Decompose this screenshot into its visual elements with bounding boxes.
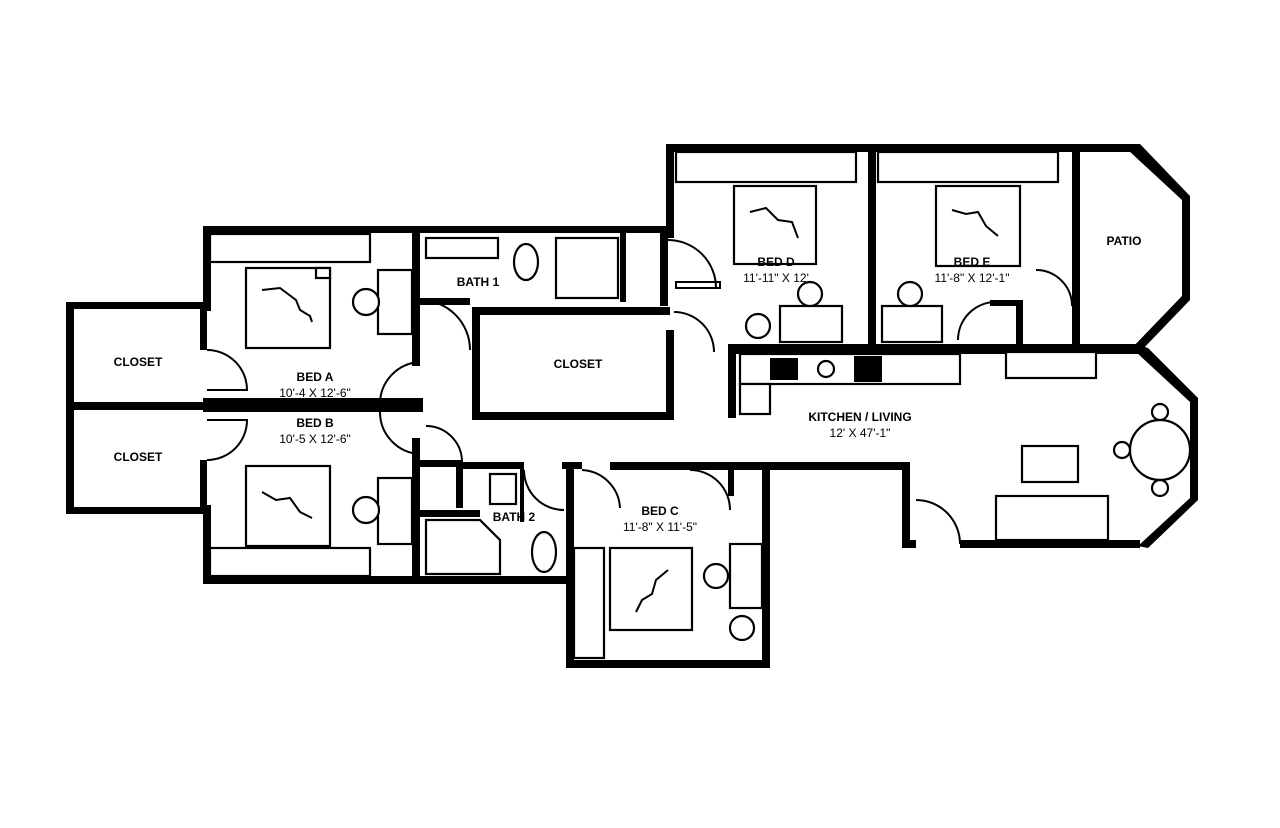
closet-upper-label: CLOSET <box>114 355 163 369</box>
bed-d-label: BED D <box>757 255 795 269</box>
furniture-beds <box>244 184 1022 632</box>
bed-a-label: BED A <box>297 370 334 384</box>
bed-e-dimensions: 11'-8" X 12'-1" <box>935 271 1010 285</box>
bath-1-label: BATH 1 <box>457 275 500 289</box>
closet-center-label: CLOSET <box>554 357 603 371</box>
bed-c-label: BED C <box>641 504 679 518</box>
kitchen-living-dimensions: 12' X 47'-1" <box>830 426 891 440</box>
closet-lower-label: CLOSET <box>114 450 163 464</box>
bed-b-label: BED B <box>296 416 334 430</box>
bed-d-dimensions: 11'-11" X 12' <box>743 271 809 285</box>
room-labels: CLOSET CLOSET CLOSET BED A 10'-4 X 12'-6… <box>114 234 1142 534</box>
patio-label: PATIO <box>1107 234 1142 248</box>
door-swings <box>206 239 1073 545</box>
bed-a-dimensions: 10'-4 X 12'-6" <box>279 386 351 400</box>
bed-b-dimensions: 10'-5 X 12'-6" <box>279 432 351 446</box>
bath-2-label: BATH 2 <box>493 510 536 524</box>
bed-c-dimensions: 11'-8" X 11'-5" <box>623 520 697 534</box>
kitchen-living-label: KITCHEN / LIVING <box>808 410 911 424</box>
walls <box>66 144 1198 668</box>
furniture-misc <box>208 150 1192 660</box>
bed-e-label: BED E <box>954 255 991 269</box>
